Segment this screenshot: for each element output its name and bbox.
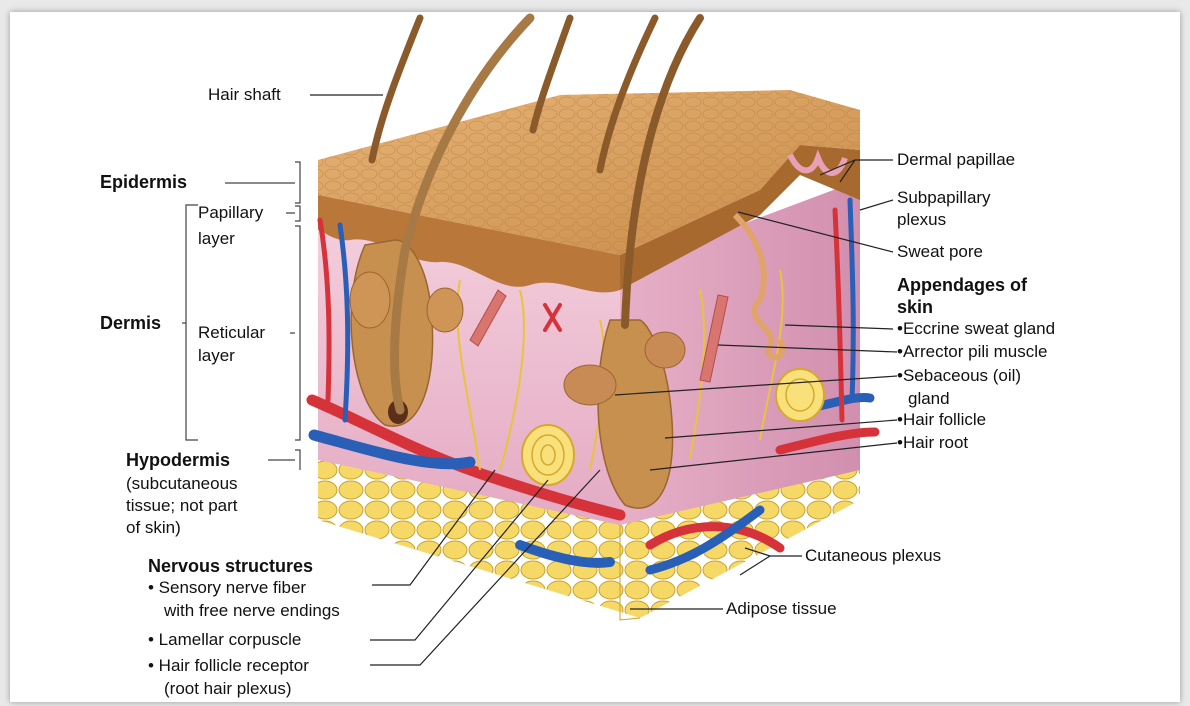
label-hair-root: •Hair root: [897, 433, 968, 453]
label-reticular-layer-line2: layer: [198, 346, 235, 366]
label-appendages-of-skin-line1: Appendages of: [897, 275, 1027, 295]
label-sweat-pore: Sweat pore: [897, 242, 983, 262]
label-subpapillary-plexus-line2: plexus: [897, 210, 946, 230]
label-dermal-papillae: Dermal papillae: [897, 150, 1015, 170]
label-adipose-tissue: Adipose tissue: [726, 599, 837, 619]
label-hypodermis-note-line2: tissue; not part: [126, 496, 238, 516]
label-eccrine-sweat-gland: •Eccrine sweat gland: [897, 319, 1055, 339]
label-hair-follicle-receptor-line2: (root hair plexus): [164, 679, 292, 699]
label-nervous-structures: Nervous structures: [148, 556, 313, 576]
label-appendages-of-skin-line2: skin: [897, 297, 933, 317]
label-reticular-layer-line1: Reticular: [198, 323, 265, 343]
label-sebaceous-gland-line2: gland: [908, 389, 950, 409]
label-sensory-nerve-fiber-line1: • Sensory nerve fiber: [148, 578, 306, 598]
label-subpapillary-plexus-line1: Subpapillary: [897, 188, 991, 208]
label-papillary-layer-line1: Papillary: [198, 203, 263, 223]
label-dermis: Dermis: [100, 313, 161, 333]
label-sensory-nerve-fiber-line2: with free nerve endings: [164, 601, 340, 621]
label-papillary-layer-line2: layer: [198, 229, 235, 249]
label-cutaneous-plexus: Cutaneous plexus: [805, 546, 941, 566]
label-lamellar-corpuscle: • Lamellar corpuscle: [148, 630, 301, 650]
label-hypodermis-note-line3: of skin): [126, 518, 181, 538]
label-epidermis: Epidermis: [100, 172, 187, 192]
label-hypodermis: Hypodermis: [126, 450, 230, 470]
label-sebaceous-gland-line1: •Sebaceous (oil): [897, 366, 1021, 386]
label-hair-follicle-receptor-line1: • Hair follicle receptor: [148, 656, 309, 676]
label-hair-follicle: •Hair follicle: [897, 410, 986, 430]
label-hair-shaft: Hair shaft: [208, 85, 281, 105]
label-hypodermis-note-line1: (subcutaneous: [126, 474, 238, 494]
label-arrector-pili-muscle: •Arrector pili muscle: [897, 342, 1048, 362]
